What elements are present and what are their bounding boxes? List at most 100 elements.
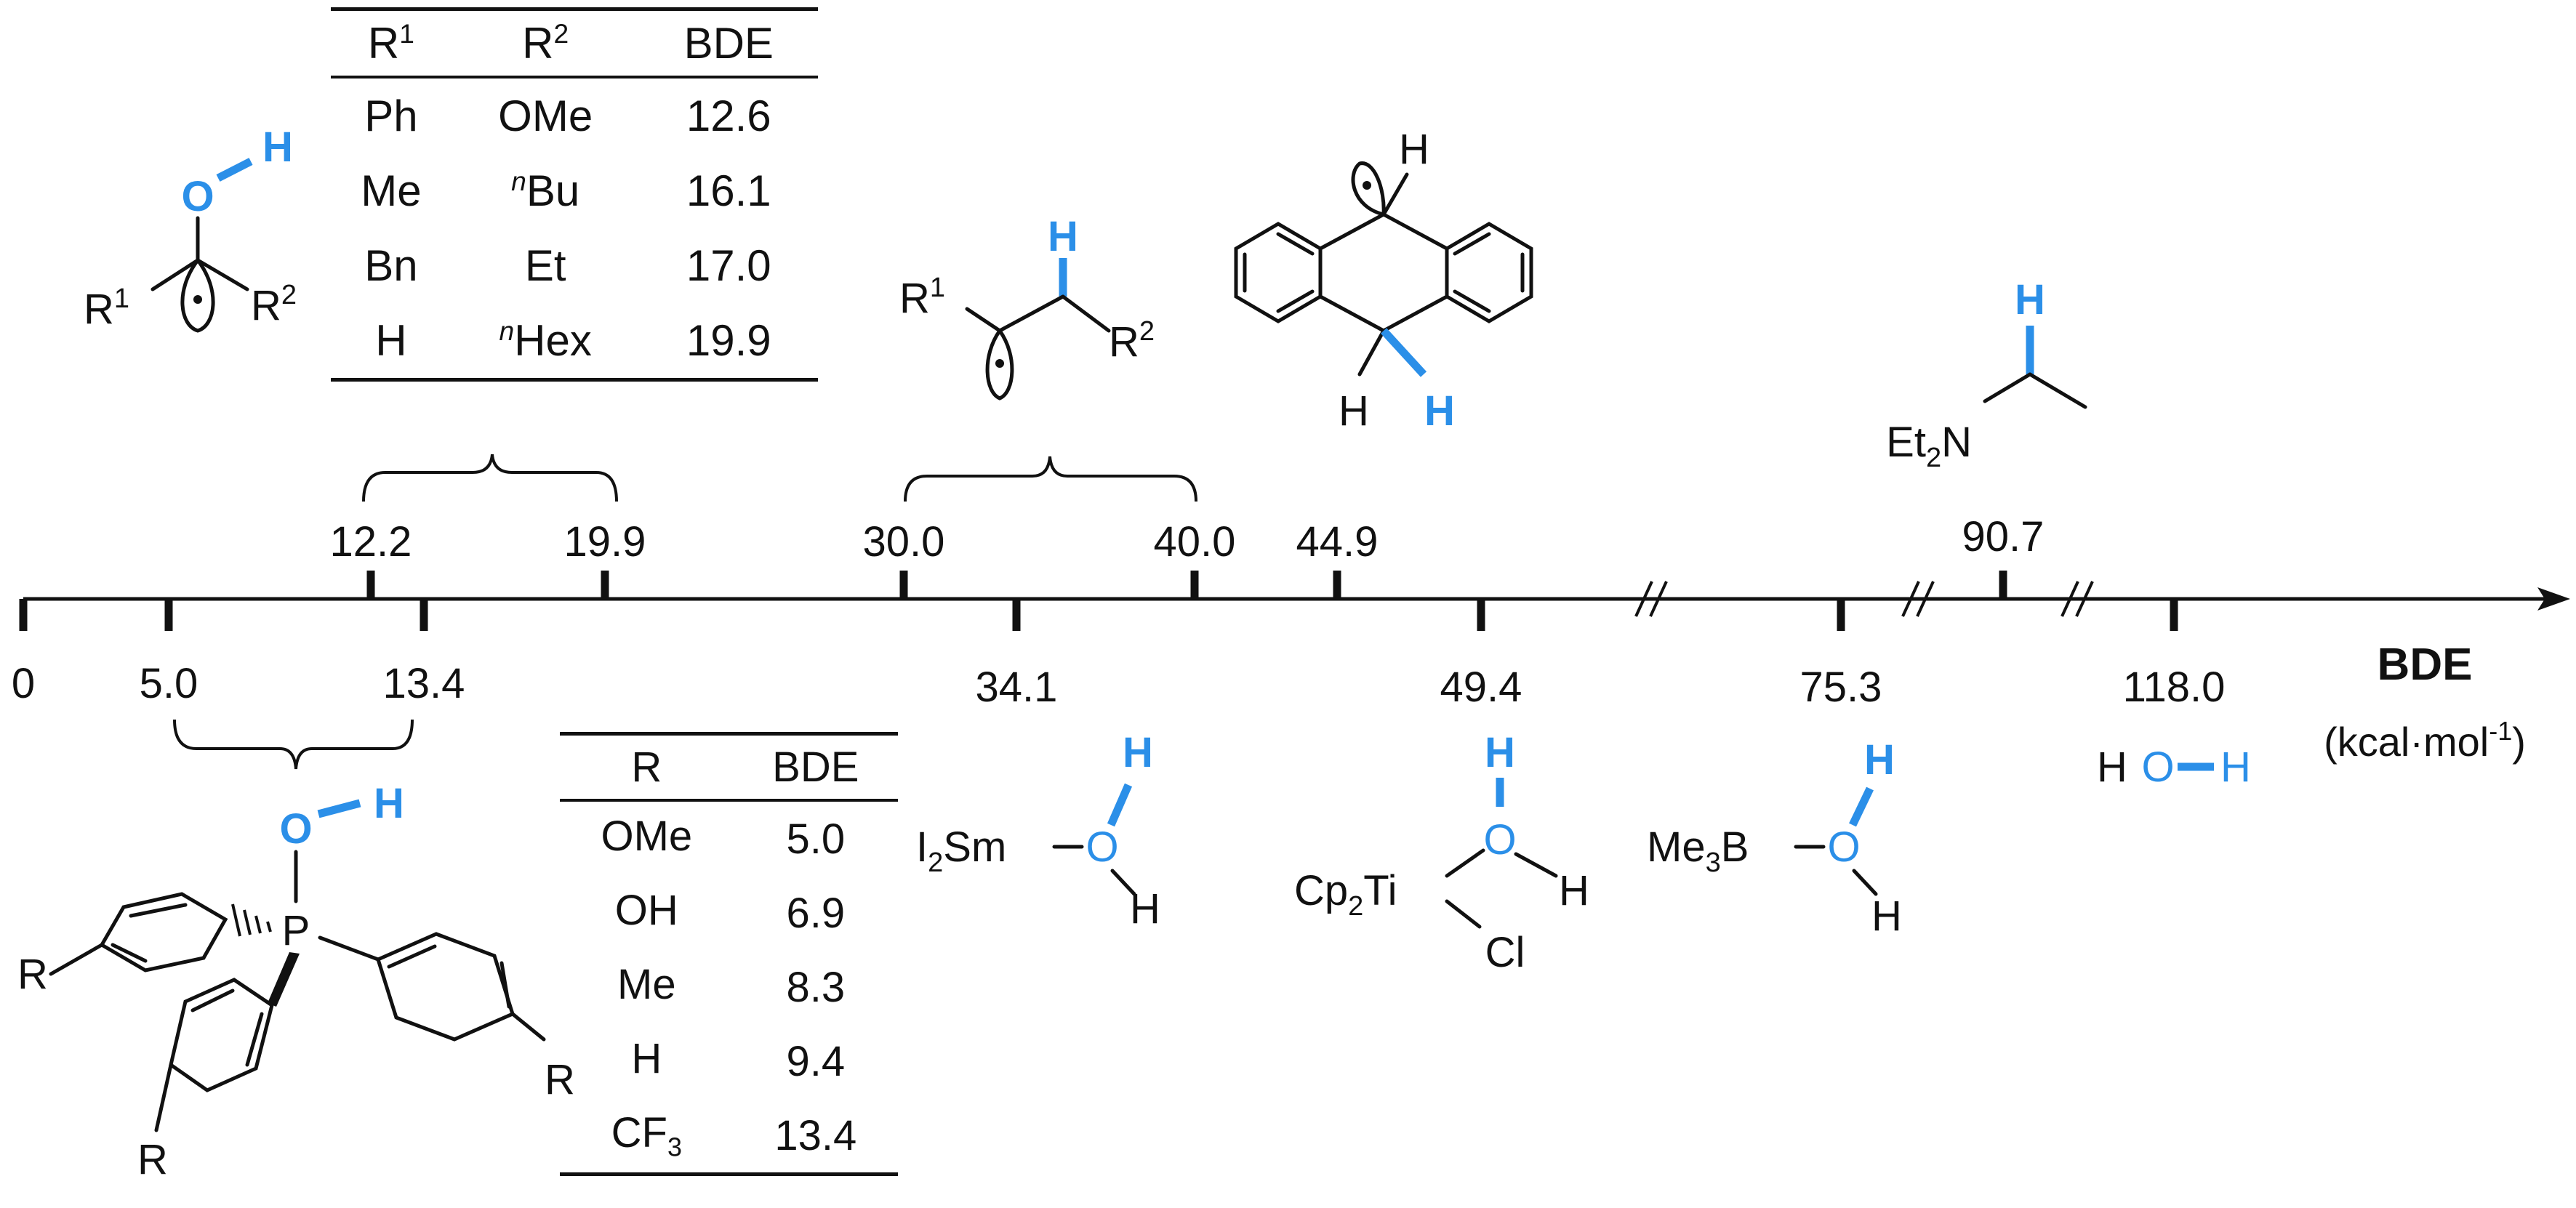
brace-alkoxy xyxy=(362,454,618,502)
label-r2: R2 xyxy=(1109,316,1155,366)
cell-r: H xyxy=(560,1024,734,1098)
tick-label: 30.0 xyxy=(863,518,945,565)
cell-bde: 9.4 xyxy=(786,1037,846,1085)
table-row: Ph OMe 12.6 xyxy=(331,77,818,153)
tick-label: 34.1 xyxy=(976,664,1058,711)
header-r: R xyxy=(631,744,662,791)
b-label: Me3B xyxy=(1647,824,1749,878)
tick-label: 5.0 xyxy=(140,660,198,707)
label-r1: R1 xyxy=(899,273,945,322)
radical-dot xyxy=(1363,181,1371,190)
cell-bde: 6.9 xyxy=(786,889,846,937)
atom-r-right: R xyxy=(545,1056,575,1103)
table-row: OH 6.9 xyxy=(560,876,898,950)
radical-dot xyxy=(995,359,1004,368)
atom-h-top: H xyxy=(1485,729,1515,776)
cell-bde: 8.3 xyxy=(786,963,846,1011)
p-orbital xyxy=(1351,161,1386,217)
amine-n: N xyxy=(1941,419,1972,466)
axis-unit-text: (kcal·mol xyxy=(2324,719,2489,765)
amine-molecule: H Et2N xyxy=(1886,276,2087,473)
atom-h-bottom: H xyxy=(1130,885,1160,933)
b-me-sub: 3 xyxy=(1706,847,1721,878)
atom-h: H xyxy=(2015,276,2045,323)
cell-r2-prefix: n xyxy=(511,166,526,196)
water-molecule: H O H xyxy=(2097,744,2251,791)
tick-label: 0 xyxy=(12,660,35,707)
amine-et: Et xyxy=(1886,419,1926,466)
b-me: Me xyxy=(1647,824,1706,871)
atom-h2: H xyxy=(2220,744,2251,791)
ti-cp: Cp xyxy=(1294,867,1348,914)
cell-r-text: OH xyxy=(614,886,678,934)
dihydroanthracene-molecule: H H H xyxy=(1234,126,1533,435)
atom-o: O xyxy=(2141,744,2174,791)
ti-cp-sub: 2 xyxy=(1348,891,1363,922)
amine-et-sub: 2 xyxy=(1926,443,1941,473)
label-r2-r: R xyxy=(1109,318,1139,366)
p-orbital xyxy=(985,329,1014,400)
cell-r: OH xyxy=(560,876,734,950)
cell-bde: 19.9 xyxy=(686,316,771,365)
label-r2: R2 xyxy=(251,280,297,329)
cell-bde: 12.6 xyxy=(686,92,771,140)
atom-o: O xyxy=(1483,816,1516,863)
header-bde: BDE xyxy=(772,744,859,791)
cell-r-text: H xyxy=(631,1034,662,1082)
alkoxy-bde-table: R1 R2 BDE Ph OMe 12.6 Me nBu 16.1 Bn Et … xyxy=(331,7,818,382)
tick-label: 118.0 xyxy=(2123,664,2226,711)
atom-r-bottom: R xyxy=(137,1136,168,1183)
cell-r2-prefix: n xyxy=(499,315,515,346)
cell-r1: Bn xyxy=(364,241,418,290)
header-r1-label: R xyxy=(367,19,400,68)
cell-r2-text: Bu xyxy=(526,166,580,215)
label-r2-r: R xyxy=(251,282,281,329)
table-row: Bn Et 17.0 xyxy=(331,228,818,303)
cell-r2-text: OMe xyxy=(498,92,593,140)
sm-sm: Sm xyxy=(943,824,1006,871)
oh-bond xyxy=(216,158,253,182)
axis-unit-close: ) xyxy=(2512,719,2526,765)
alkyl-molecule: H R1 R2 xyxy=(899,213,1155,400)
atom-p: P xyxy=(282,907,310,954)
table-row: H nHex 19.9 xyxy=(331,303,818,378)
label-r2-sup: 2 xyxy=(1139,316,1155,347)
atom-r-left: R xyxy=(17,951,48,998)
atom-o: O xyxy=(1086,824,1118,871)
atom-h-top: H xyxy=(1864,736,1895,784)
atom-o: O xyxy=(181,173,214,220)
atom-h-bottom: H xyxy=(1871,893,1902,940)
header-r2: R2 xyxy=(452,11,640,77)
cell-r-sub: 3 xyxy=(667,1132,682,1162)
brace-alkyl xyxy=(904,456,1197,502)
atom-h1: H xyxy=(2097,744,2127,791)
cell-r2: Et xyxy=(452,228,640,303)
cell-r1: Ph xyxy=(364,92,418,140)
tick-label: 12.2 xyxy=(330,518,412,565)
cell-r2-text: Hex xyxy=(514,316,592,365)
sm-i: I xyxy=(916,824,928,871)
wedge-bond xyxy=(268,952,300,1007)
borane-molecule: Me3B O H H xyxy=(1647,736,1902,940)
tick-label: 49.4 xyxy=(1440,664,1522,711)
label-r1-sup: 1 xyxy=(930,273,945,303)
label-r1: R1 xyxy=(84,283,129,333)
axis-unit-exp: -1 xyxy=(2489,716,2512,746)
samarium-molecule: I2Sm O H H xyxy=(916,729,1160,933)
cell-r: OMe xyxy=(560,800,734,876)
atom-o: O xyxy=(279,805,312,853)
alkoxy-molecule: O H R1 R2 xyxy=(84,124,297,333)
cell-r2-text: Et xyxy=(524,241,566,290)
atom-h-left: H xyxy=(1339,387,1369,435)
atom-h-right: H xyxy=(1424,387,1455,435)
radical-dot xyxy=(193,295,202,304)
header-r1-sup: 1 xyxy=(399,18,414,49)
amine-label: Et2N xyxy=(1886,419,1972,473)
bde-axis: 12.2 19.9 30.0 40.0 44.9 90.7 0 5.0 13.4… xyxy=(12,513,2570,765)
cell-r2: nBu xyxy=(452,153,640,228)
cell-bde: 17.0 xyxy=(686,241,771,290)
header-r2-label: R xyxy=(522,19,554,68)
tick-label: 19.9 xyxy=(564,518,646,565)
atom-h: H xyxy=(374,780,404,827)
